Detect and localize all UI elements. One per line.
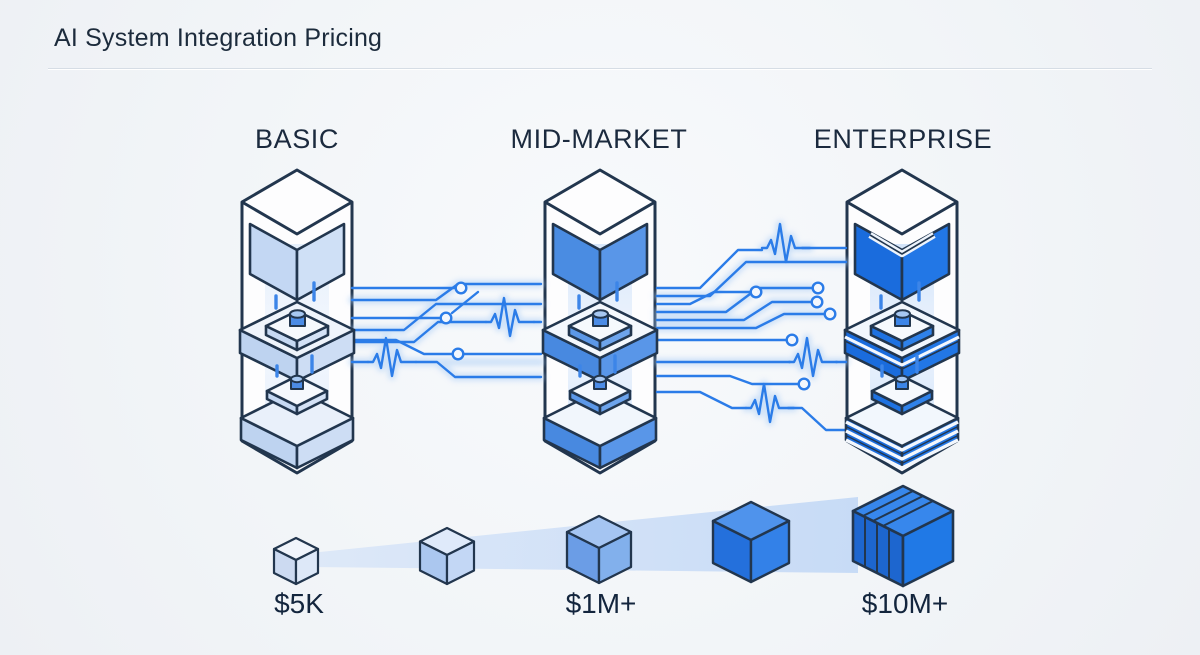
scale-cube-5-icon: [851, 484, 955, 588]
circuit-trace: [655, 312, 826, 330]
terminal-node-icon: [454, 281, 468, 295]
circuit-trace: [655, 286, 814, 314]
mid-market-tier-modules: [541, 222, 659, 470]
circuit-trace: [350, 360, 543, 379]
terminal-node-icon: [439, 311, 453, 325]
terminal-node-icon: [749, 285, 763, 299]
terminal-node-icon: [811, 281, 825, 295]
circuit-trace: [350, 282, 543, 302]
circuit-traces-basic-to-mid: [348, 280, 545, 381]
circuit-trace: [655, 290, 752, 306]
scale-cube-1-icon: [272, 536, 320, 586]
circuit-trace: [450, 290, 480, 315]
tier-header-basic: BASIC: [254, 124, 340, 154]
terminal-node-icon: [451, 347, 465, 361]
circuit-traces-mid-to-enterprise: [653, 224, 850, 432]
page-title: AI System Integration Pricing: [54, 24, 383, 52]
title-divider: [48, 68, 1152, 69]
platform-module-icon: [843, 281, 961, 383]
terminal-node-icon: [797, 377, 811, 391]
cube-module-icon: [542, 354, 658, 470]
growth-scale: [272, 484, 955, 588]
circuit-trace: [350, 338, 543, 356]
chevron-module-icon: [853, 222, 951, 302]
terminal-node-icon: [785, 333, 799, 347]
scale-cube-3-icon: [565, 514, 633, 585]
terminal-node-icon: [810, 295, 824, 309]
price-label-mid-market: $1M+: [565, 588, 637, 619]
circuit-trace: [350, 302, 543, 332]
tier-header-enterprise: ENTERPRISE: [813, 124, 993, 154]
circuit-trace: [655, 260, 848, 298]
enterprise-tier-modules: [843, 222, 961, 470]
scale-cube-4-icon: [711, 500, 791, 584]
circuit-trace: [655, 374, 800, 386]
tier-header-mid-market: MID-MARKET: [510, 124, 688, 154]
cube-module-icon: [844, 354, 960, 470]
chevron-module-icon: [551, 222, 649, 302]
basic-tier-modules: [238, 222, 356, 470]
price-label-basic: $5K: [274, 588, 324, 619]
terminal-node-icon: [823, 307, 837, 321]
chevron-module-icon: [248, 222, 346, 302]
cube-module-icon: [239, 354, 355, 470]
circuit-trace: [655, 300, 813, 322]
scale-cube-2-icon: [418, 526, 476, 586]
price-label-enterprise: $10M+: [861, 588, 949, 619]
